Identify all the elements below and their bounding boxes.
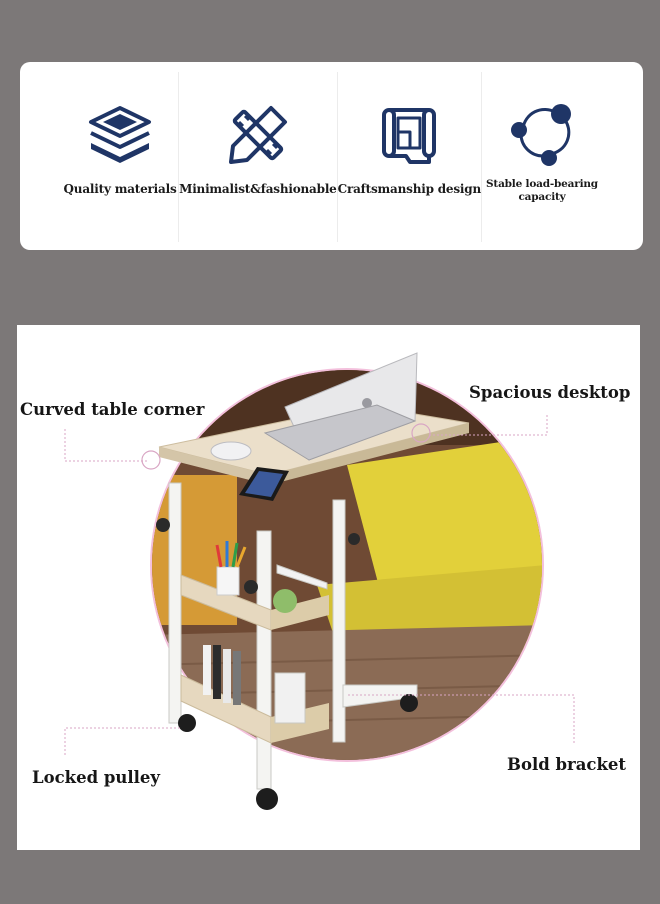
laptop-keyboard [263,404,417,461]
features-card: Quality materials Minimalist& [20,62,643,250]
storage-shelves [180,541,329,744]
blueprint-scroll-icon [376,102,442,168]
callout-locked-pulley: Locked pulley [32,768,161,787]
feature-label: Minimalist&fashionable [179,182,337,196]
product-panel: Curved table corner Spacious desktop Loc… [17,325,640,850]
mouse-icon [210,441,252,461]
caster-wheel-icon [256,788,278,810]
features-row: Quality materials Minimalist& [62,72,602,242]
table-top-edge [159,447,269,485]
height-knob-icon [156,518,170,532]
triangle-nodes-icon [509,102,575,168]
feature-label: Craftsmanship design [337,182,482,196]
feature-craftsmanship: Craftsmanship design [338,72,482,242]
callout-spacious-desktop: Spacious desktop [469,383,631,402]
caster-wheel-icon [178,714,196,732]
feature-label: Stable load-bearing capacity [486,178,598,203]
pencil-ruler-icon [225,102,291,168]
height-knob-icon [348,533,360,545]
callout-marker [141,450,161,470]
feature-minimalist: Minimalist&fashionable [179,72,338,242]
callout-lines [64,415,575,755]
feature-label: Quality materials [63,182,177,196]
apple-logo-icon [362,398,372,408]
table-top-side [269,423,469,485]
caster-wheel-icon [400,694,418,712]
height-knob-icon [244,580,258,594]
feature-quality-materials: Quality materials [62,72,180,242]
callout-curved-corner: Curved table corner [20,400,205,419]
callout-marker [411,423,431,443]
callout-bold-bracket: Bold bracket [507,755,627,774]
feature-stable-load: Stable load-bearing capacity [482,72,602,242]
layers-icon [87,102,153,168]
product-illustration [64,352,575,810]
